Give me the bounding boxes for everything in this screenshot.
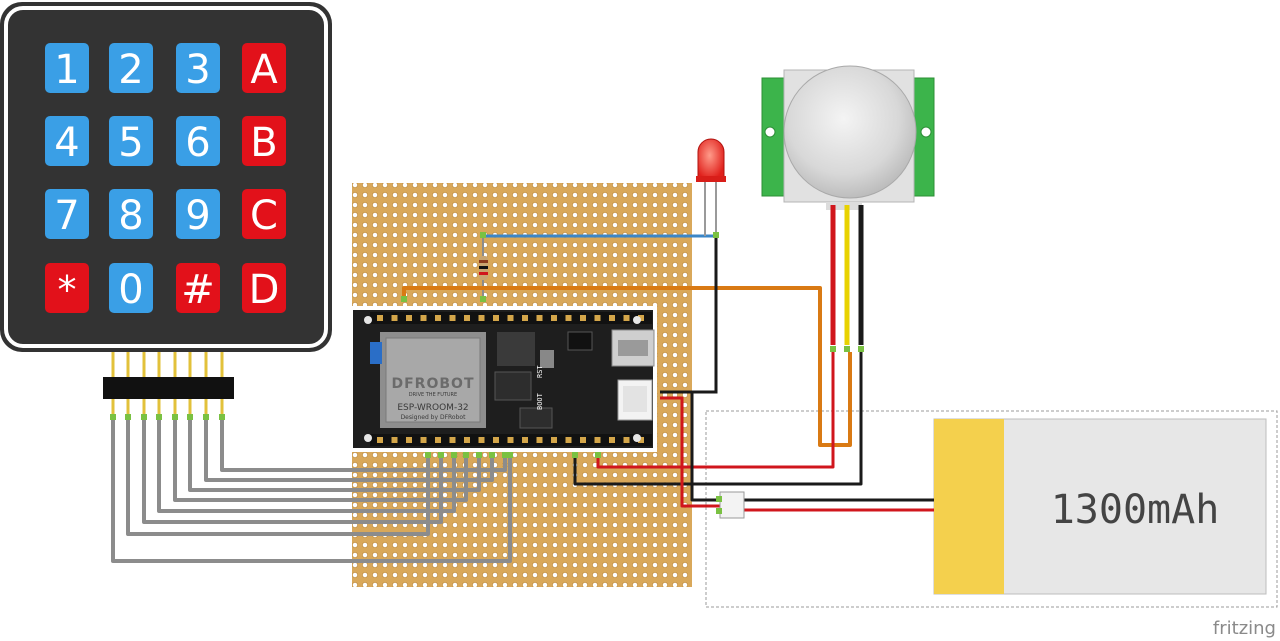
board-tagline: DRIVE THE FUTURE [409,392,457,398]
key-1: 1 [45,43,89,93]
key-9: 9 [176,189,220,239]
key-label: 8 [118,193,143,239]
key-label: 1 [54,47,79,93]
pir-output-wires [573,352,863,486]
key-label: C [250,193,278,239]
header-pin [435,437,441,443]
battery-cap [934,419,1004,594]
key-6: 6 [176,116,220,166]
key-4: 4 [45,116,89,166]
red-led [696,138,726,236]
header-pin [449,315,456,321]
key-c: C [242,189,286,239]
jst-connector [716,491,745,519]
battery-wires [660,390,934,512]
key-label: 6 [185,120,210,166]
module-name: ESP-WROOM-32 [397,403,468,413]
key-a: A [242,43,286,93]
header-pin [609,437,615,443]
pir-pin-ends [830,346,864,352]
header-pin [580,315,586,321]
key-0: 0 [109,263,153,313]
pir-wires [830,205,864,345]
header-pin [391,437,398,443]
header-pin [580,437,586,443]
header-pin [536,437,543,443]
keypad-wires [111,418,512,563]
key-7: 7 [45,189,89,239]
header-pin [638,315,644,321]
key-label: D [249,267,280,313]
key-label: * [58,268,77,312]
header-pin [522,437,528,443]
bottom-header-pins [377,437,644,443]
header-pin [464,437,470,443]
header-pin [406,437,412,443]
boot-label: BOOT [536,392,544,410]
header-pin [609,315,615,321]
header-pin [551,437,557,443]
key-label: 0 [118,267,143,313]
header-pin [565,437,572,443]
header-pin [536,315,543,321]
resistor [479,256,488,280]
header-pin [449,437,456,443]
key-5: 5 [109,116,153,166]
header-pin [507,315,514,321]
module-designed: Designed by DFRobot [401,414,467,421]
header-pin [435,315,441,321]
header-pin [420,437,427,443]
key-label: 5 [118,120,143,166]
key-label: B [250,120,277,166]
key-star: * [45,263,89,313]
header-pin [464,315,470,321]
key-label: # [181,267,215,313]
fritzing-watermark: fritzing [1213,618,1276,639]
header-pin [551,315,557,321]
header-pin [623,437,630,443]
header-pin [478,315,485,321]
header-pin [507,437,514,443]
header-pin [391,315,398,321]
header-pin [493,315,499,321]
header-pin [565,315,572,321]
esp32-board: DFROBOT DRIVE THE FUTURE ESP-WROOM-32 De… [349,306,657,452]
header-pin [638,437,644,443]
battery-label: 1300mAh [1051,487,1220,533]
header-pin [377,315,383,321]
key-label: 3 [185,47,210,93]
key-label: A [250,47,278,93]
header-pin [594,437,601,443]
key-label: 2 [118,47,143,93]
wire-endpoints [401,232,719,458]
header-pin [478,437,485,443]
header-pin [623,315,630,321]
header-pin [522,315,528,321]
key-label: 7 [54,193,79,239]
board-brand: DFROBOT [392,376,475,392]
battery: 1300mAh [933,418,1267,595]
key-d: D [242,263,286,313]
battery-bounding-box [705,410,1278,608]
keypad-pin-ends [110,414,225,420]
rst-label: RST [536,365,544,378]
header-pin [420,315,427,321]
key-2: 2 [109,43,153,93]
key-label: 4 [54,120,79,166]
key-b: B [242,116,286,166]
key-hash: # [176,263,220,313]
header-pin [493,437,499,443]
header-pin [377,437,383,443]
key-8: 8 [109,189,153,239]
header-pin [406,315,412,321]
header-pin [594,315,601,321]
key-3: 3 [176,43,220,93]
key-label: 9 [185,193,210,239]
keypad-header [103,377,234,399]
top-header-pins [377,315,644,321]
pir-sensor [761,65,935,210]
